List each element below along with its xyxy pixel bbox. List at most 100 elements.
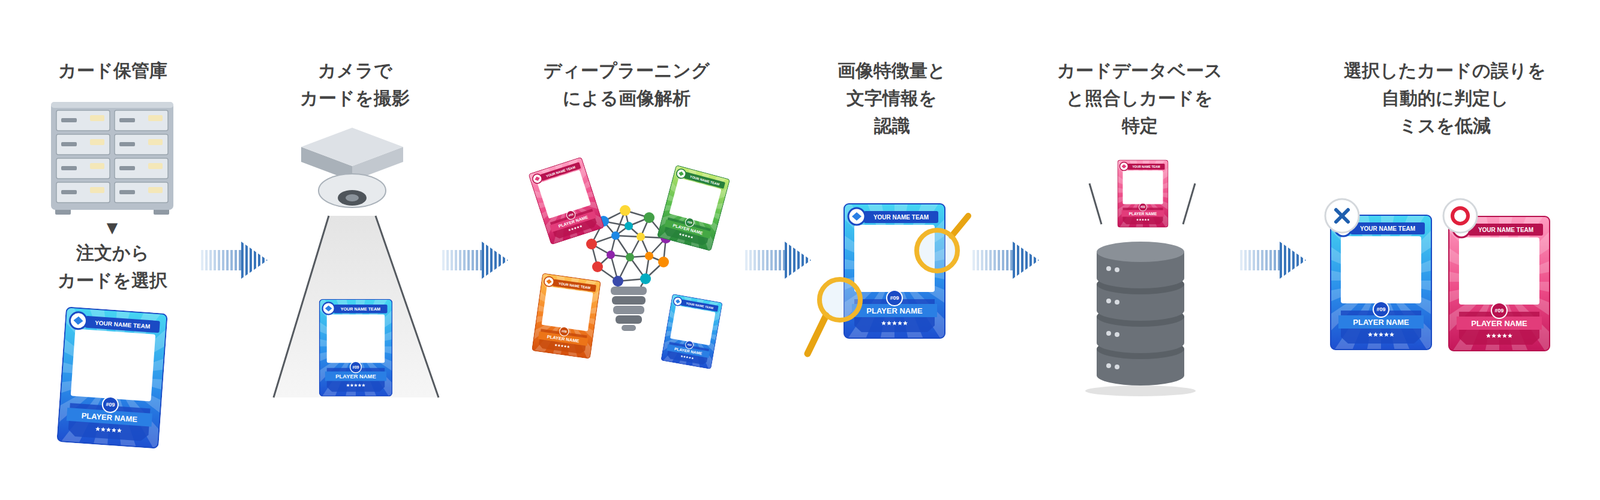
card-frame-part [1448, 216, 1550, 351]
card-frame-part [532, 273, 602, 359]
card-number: #09 [352, 365, 360, 370]
card-frame [319, 299, 393, 398]
card-frame-part [85, 316, 161, 334]
card-frame-part [573, 226, 577, 230]
card-frame-part [70, 329, 156, 402]
camera-illustration-part [345, 194, 359, 202]
pointer-label-box: ▼ [106, 220, 118, 236]
card-frame-part [680, 299, 719, 312]
card-frame-part [1121, 164, 1127, 169]
locker-illustration-part [61, 118, 77, 123]
locker-illustration-part [56, 134, 110, 155]
card-frame-part [683, 172, 726, 189]
card-frame [1448, 215, 1551, 352]
card: YOUR NAME TEAM#09PLAYER NAME [656, 164, 731, 252]
locker-illustration [50, 101, 174, 215]
card-frame-part [680, 355, 684, 358]
team-name: YOUR NAME TEAM [873, 214, 929, 221]
locker-illustration-part [114, 110, 168, 131]
locker-illustration-part [61, 190, 77, 195]
card-frame-part [1117, 160, 1169, 228]
card-frame-part [844, 203, 945, 339]
player-name-box: PLAYER NAME [851, 304, 938, 318]
card-frame-part [557, 344, 561, 348]
locker-illustration-part [89, 139, 105, 146]
card-frame-part [528, 157, 605, 245]
database-illustration-part [1106, 363, 1112, 369]
card-frame-part [1491, 333, 1497, 339]
card-frame-part [661, 294, 723, 370]
locker-illustration-part [50, 101, 174, 210]
flow-arrow [442, 250, 482, 271]
locker-illustration-part [56, 110, 110, 131]
neural-bulb-illustration-part-part [625, 253, 635, 262]
card-frame-part [543, 275, 555, 287]
stage-heading: 画像特徴量と 文字情報を 認識 [837, 56, 947, 140]
card-frame-part [100, 427, 107, 432]
player-name: PLAYER NAME [866, 306, 923, 316]
database-illustration-part [1096, 241, 1185, 263]
card-frame-part [350, 383, 354, 387]
card-frame-part [1453, 220, 1470, 238]
card-frame-part [688, 356, 692, 359]
neural-bulb-illustration-part-part [592, 261, 603, 273]
card-frame-part [1507, 333, 1513, 339]
magnifier-icon-part [807, 315, 827, 354]
database-illustration-part [1106, 298, 1112, 304]
card-number: #09 [1140, 205, 1146, 209]
card-frame-part [563, 344, 567, 348]
stage-text-box: 選択したカードの誤りを 自動的に判定し ミスを低減 [1306, 56, 1584, 140]
card-frame-part [560, 344, 564, 348]
neural-bulb-illustration-part [591, 210, 666, 287]
connector-layer-part [200, 260, 1280, 261]
stage-text-box: 注文から カードを選択 [23, 239, 201, 295]
card-frame-part [685, 356, 689, 359]
card-frame-part [670, 305, 716, 346]
card-frame-part [111, 427, 117, 433]
card-frame-part [1330, 215, 1432, 350]
card-frame-part [1139, 203, 1148, 212]
card-frame-part [844, 203, 945, 339]
card-frame-part [687, 235, 691, 239]
card-frame-part [552, 278, 597, 292]
card-frame-part [1384, 332, 1389, 338]
database-illustration [1085, 241, 1196, 397]
card-frame-part [675, 167, 687, 180]
card-frame-part [95, 426, 101, 432]
locker-illustration-part [148, 115, 163, 122]
database-illustration-part [1114, 364, 1120, 370]
card-frame-part [1448, 216, 1550, 351]
locker-illustration-part [50, 101, 174, 108]
card-frame-part [346, 383, 350, 387]
card: YOUR NAME TEAM#09PLAYER NAME [56, 306, 168, 449]
stage-heading: ディープラーニング による画像解析 [543, 56, 710, 113]
locker-illustration-part [148, 163, 163, 170]
card-frame-part [886, 290, 903, 306]
neural-bulb-illustration-part [610, 286, 647, 296]
card: YOUR NAME TEAM#09PLAYER NAME [527, 156, 605, 245]
database-illustration-part [1114, 267, 1120, 273]
card-frame-part [863, 211, 939, 224]
card-frame-part [1147, 218, 1150, 222]
card-frame [1117, 160, 1169, 228]
neural-bulb-illustration-part-part [658, 256, 669, 268]
flow-arrow [745, 250, 785, 271]
player-name-box: PLAYER NAME [1338, 315, 1424, 329]
card-frame-part [656, 165, 730, 252]
card-frame-part [673, 296, 683, 307]
card-frame-part [1486, 333, 1491, 339]
card: YOUR NAME TEAM#09PLAYER NAME [660, 293, 723, 370]
card-frame-part [56, 307, 167, 449]
card-frame-part [1340, 236, 1422, 304]
stage-column: カメラで カードを撮影YOUR NAME TEAM#09PLAYER NAME [267, 56, 443, 474]
card-frame-part [325, 305, 333, 312]
magnifier-icon-part [951, 215, 969, 237]
card-number-box: #09 [101, 399, 119, 411]
stage-column: 選択したカードの誤りを 自動的に判定し ミスを低減YOUR NAME TEAM#… [1306, 56, 1584, 474]
camera-illustration [273, 127, 439, 398]
stage-heading: 選択したカードの誤りを 自動的に判定し ミスを低減 [1343, 56, 1547, 140]
card-number-box: #09 [886, 293, 903, 303]
card-frame-part [664, 219, 712, 239]
card-frame-part [1139, 218, 1142, 222]
card-frame-part [106, 427, 112, 433]
